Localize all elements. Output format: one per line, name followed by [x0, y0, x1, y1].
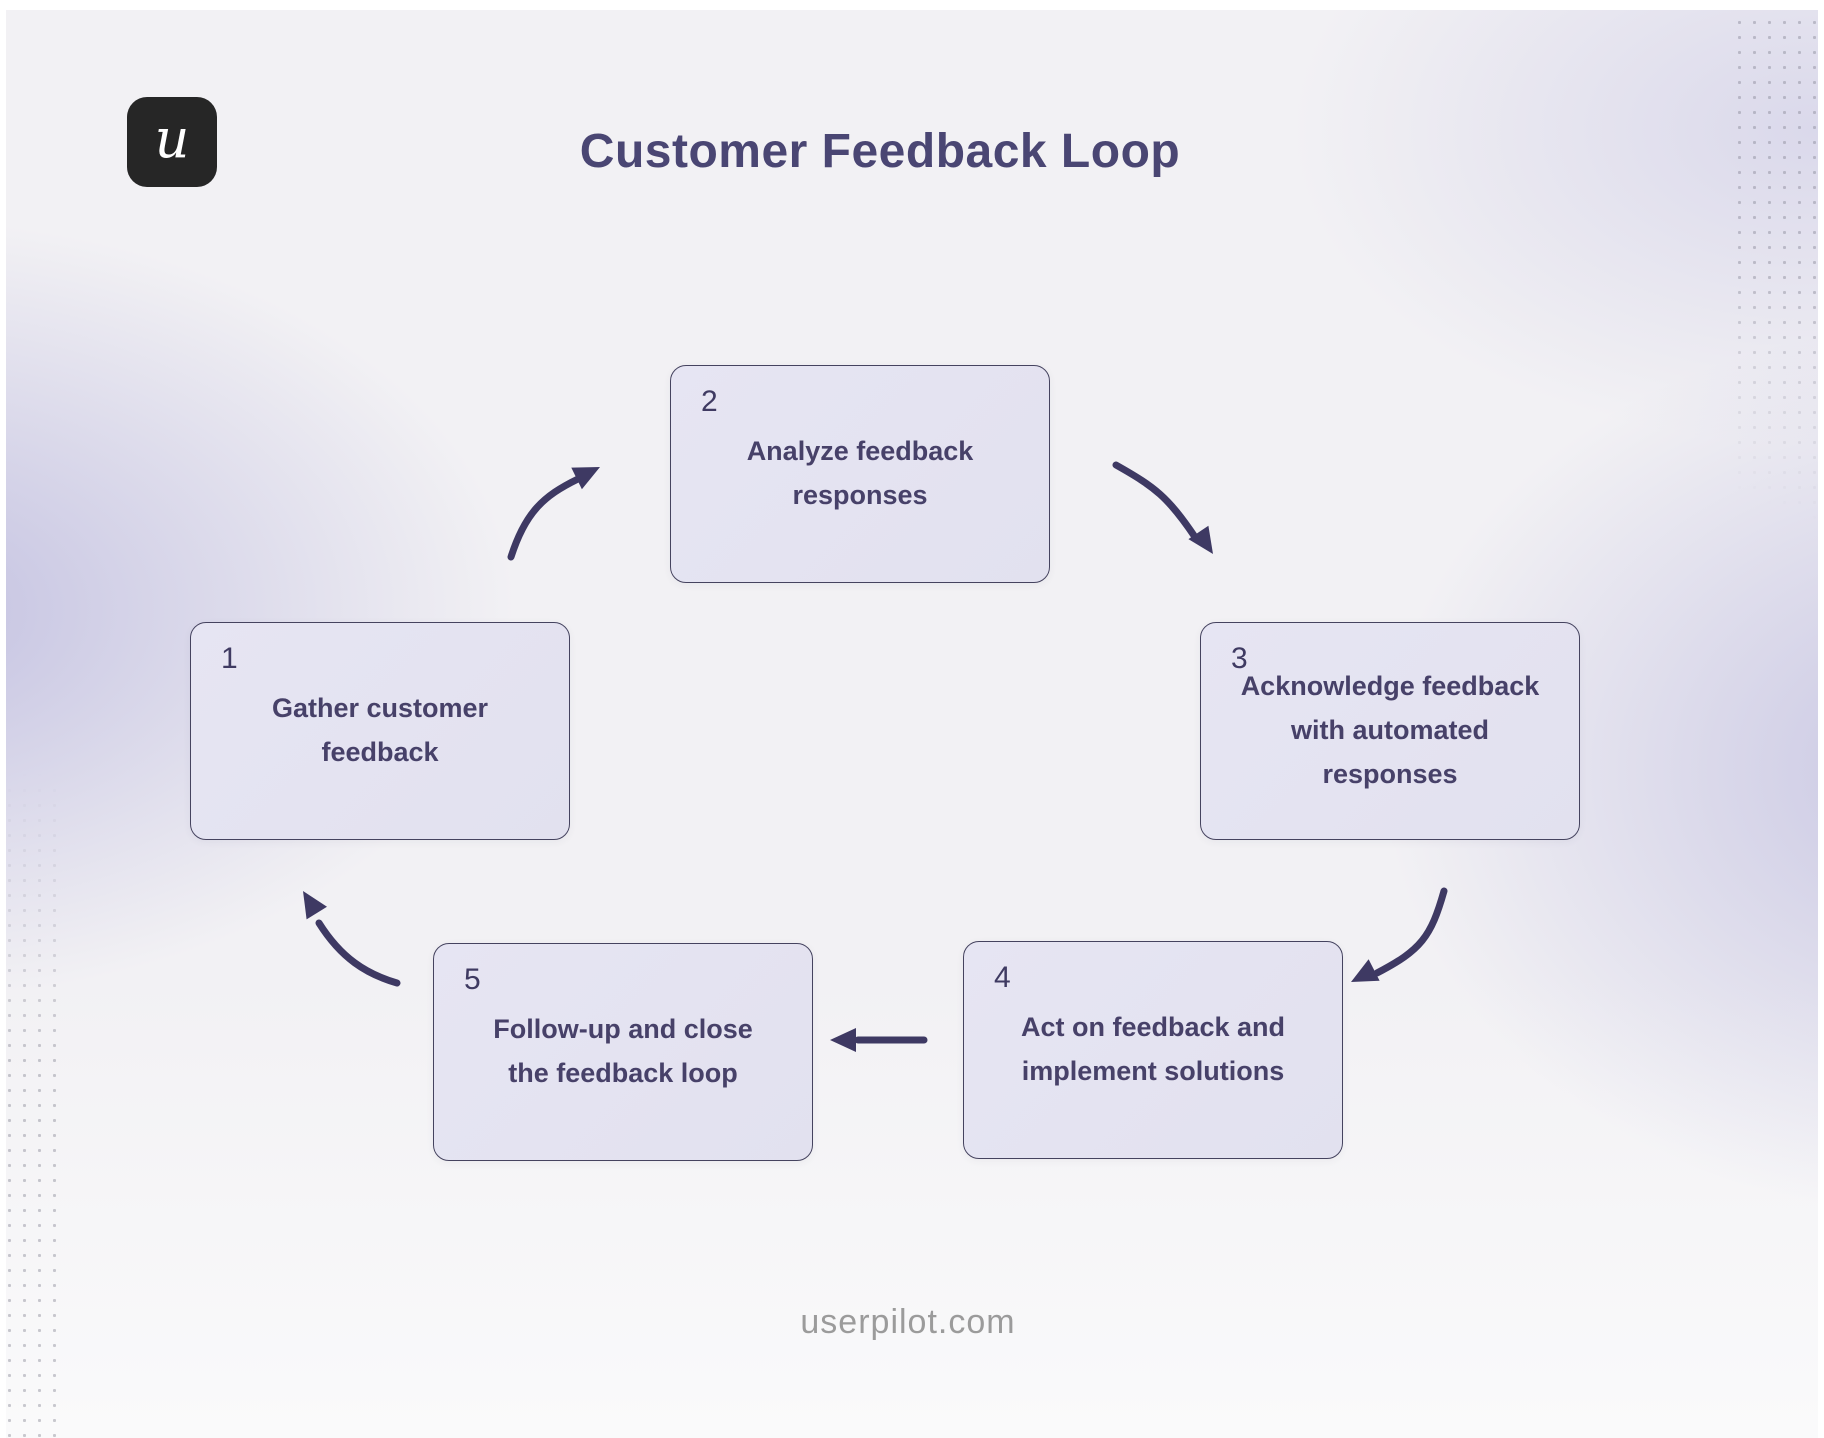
step-number: 5 — [464, 963, 481, 996]
step-box-acknowledge-feedback: 3 Acknowledge feedback with automated re… — [1200, 622, 1580, 840]
userpilot-logo: u — [127, 97, 217, 187]
page-title: Customer Feedback Loop — [579, 125, 1181, 178]
userpilot-logo-letter: u — [154, 107, 190, 170]
step-label: Follow-up and close the feedback loop — [493, 1014, 753, 1088]
step-box-act-on-feedback: 4 Act on feedback and implement solution… — [963, 941, 1343, 1159]
step-box-gather-feedback: 1 Gather customer feedback — [190, 622, 570, 840]
dot-pattern-bottom-left — [2, 738, 66, 1438]
step-label-wrap: Gather customer feedback — [191, 623, 569, 839]
step-box-analyze-feedback: 2 Analyze feedback responses — [670, 365, 1050, 583]
step-number: 3 — [1231, 642, 1248, 675]
step-label-wrap: Act on feedback and implement solutions — [964, 942, 1342, 1158]
dot-pattern-top-right — [1732, 15, 1824, 550]
step-label-wrap: Follow-up and close the feedback loop — [434, 944, 812, 1160]
footer-url: userpilot.com — [800, 1303, 1016, 1341]
step-label-wrap: Analyze feedback responses — [671, 366, 1049, 582]
step-label: Act on feedback and implement solutions — [1020, 1012, 1286, 1086]
step-number: 4 — [994, 961, 1011, 994]
step-label-wrap: Acknowledge feedback with automated resp… — [1201, 623, 1579, 839]
step-label: Gather customer feedback — [271, 693, 489, 767]
step-label: Acknowledge feedback with automated resp… — [1240, 671, 1540, 789]
step-number: 1 — [221, 642, 238, 675]
step-label: Analyze feedback responses — [746, 436, 974, 510]
step-number: 2 — [701, 385, 718, 418]
step-box-follow-up: 5 Follow-up and close the feedback loop — [433, 943, 813, 1161]
